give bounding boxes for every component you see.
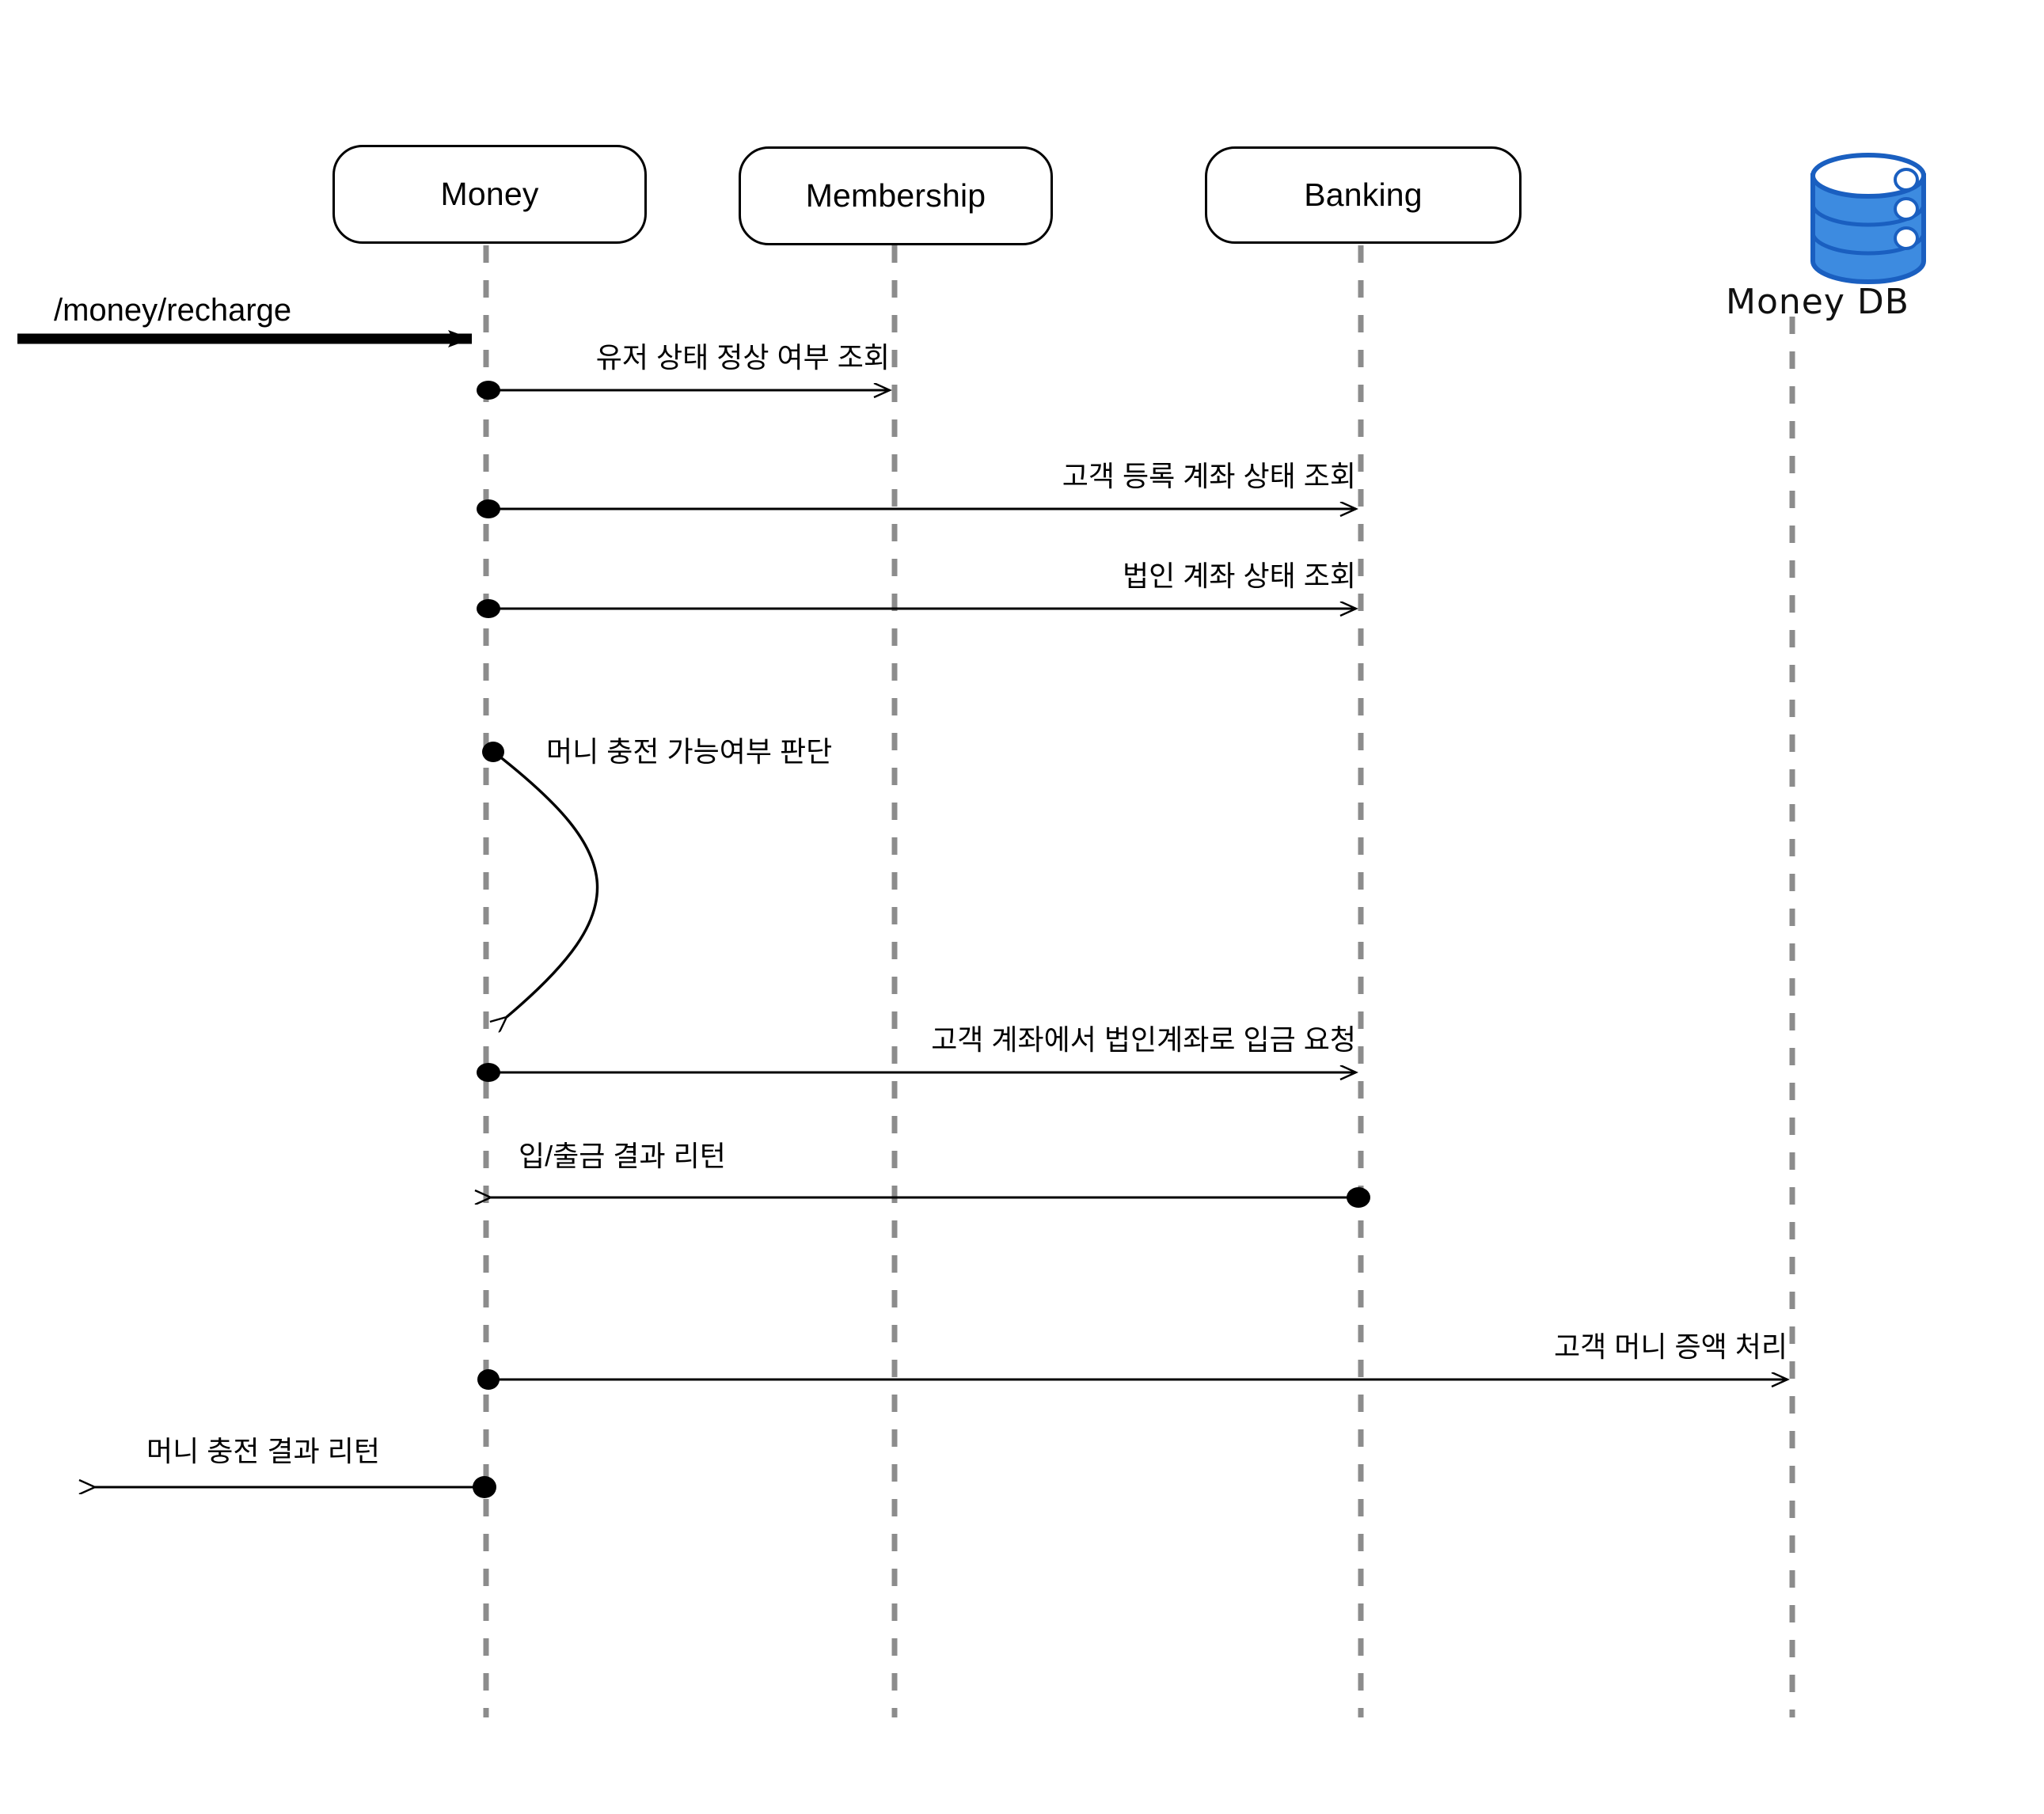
money-db-cylinder-icon <box>1810 153 1926 284</box>
message-label-8: 머니 충전 결과 리턴 <box>146 1435 380 1467</box>
message-label-4: 머니 충전 가능여부 판단 <box>546 735 833 768</box>
participant-box-membership[interactable]: Membership <box>739 146 1053 245</box>
message-arrow-1 <box>477 381 890 400</box>
message-label-2: 고객 등록 계좌 상태 조회 <box>1062 460 1356 492</box>
message-label-6: 입/출금 결과 리턴 <box>519 1140 726 1172</box>
message-arrow-8 <box>95 1476 496 1498</box>
message-label-3: 법인 계좌 상태 조회 <box>1123 560 1356 592</box>
message-arrow-3 <box>477 599 1356 618</box>
participant-label-banking: Banking <box>1304 176 1423 213</box>
entry-arrow-label: /money/recharge <box>54 293 292 328</box>
message-arrow-6 <box>491 1187 1370 1208</box>
participant-box-banking[interactable]: Banking <box>1205 146 1522 244</box>
participant-label-money: Money <box>440 176 539 212</box>
message-label-1: 유저 상태 정상 여부 조회 <box>595 341 890 374</box>
lifelines <box>483 245 1795 1717</box>
message-arrow-7 <box>477 1369 1788 1390</box>
message-arrow-5 <box>477 1063 1356 1082</box>
message-label-5: 고객 계좌에서 법인계좌로 입금 요청 <box>931 1023 1356 1056</box>
message-arrow-4-self <box>482 742 599 1017</box>
participant-label-membership: Membership <box>805 177 986 214</box>
message-arrow-2 <box>477 499 1356 518</box>
message-label-7: 고객 머니 증액 처리 <box>1554 1330 1788 1363</box>
participant-box-money[interactable]: Money <box>332 145 647 244</box>
participant-label-moneydb: Money DB <box>1726 282 1909 322</box>
